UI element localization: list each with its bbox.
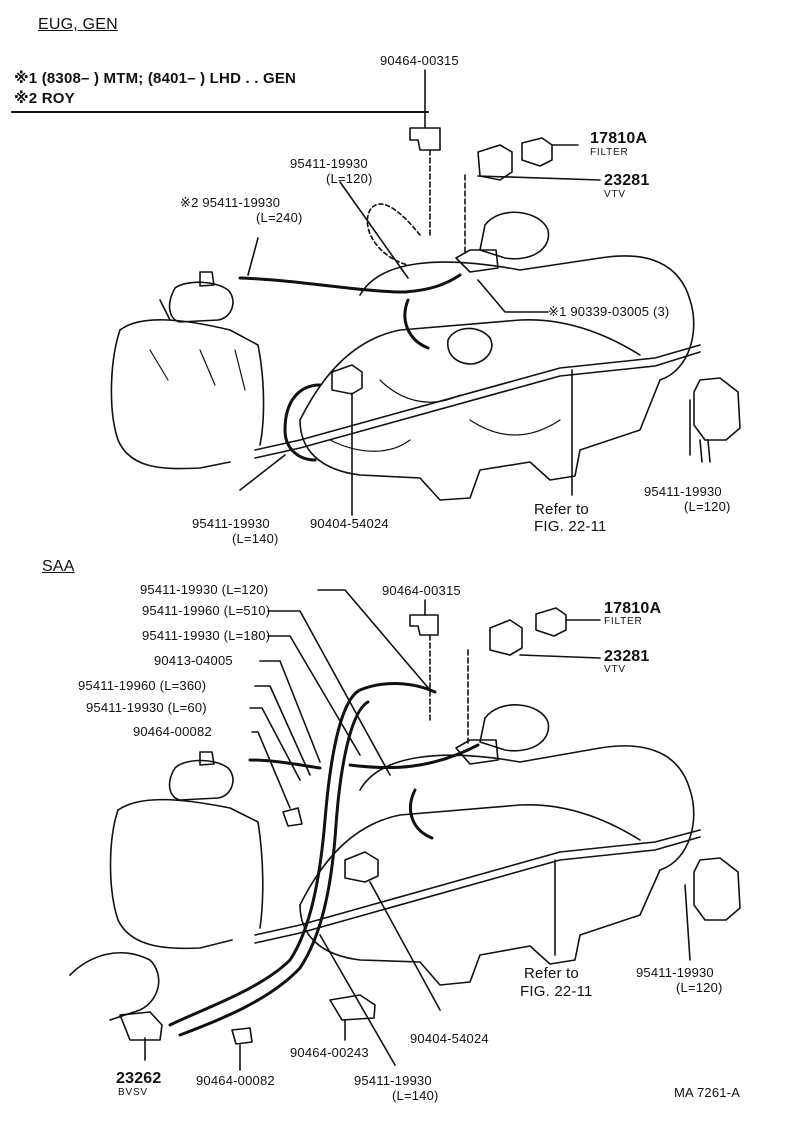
label-hose-4: 90413-04005 bbox=[154, 653, 233, 668]
label-clip-top: 90464-00315 bbox=[380, 53, 459, 68]
label-refer-top-line2: FIG. 22-11 bbox=[534, 518, 607, 535]
label-hose-1: 95411-19930 (L=120) bbox=[140, 582, 269, 597]
label-hose-6: 95411-19930 (L=60) bbox=[86, 700, 207, 715]
label-vtv-text-bottom: VTV bbox=[604, 664, 626, 675]
label-hose-r-number: 95411-19930 bbox=[636, 965, 714, 980]
label-hose-r-length: (L=120) bbox=[676, 980, 723, 995]
bottom-assembly bbox=[69, 589, 741, 1071]
label-plug-top: 90404-54024 bbox=[310, 516, 389, 531]
label-hose-5: 95411-19960 (L=360) bbox=[78, 678, 207, 693]
label-hose-c-length: (L=120) bbox=[684, 499, 731, 514]
label-clip-82-lower: 90464-00082 bbox=[196, 1073, 275, 1088]
label-hose-c-number: 95411-19930 bbox=[644, 484, 722, 499]
label-bolt: ※1 90339-03005 (3) bbox=[548, 304, 670, 319]
label-hose-b-number: ※2 95411-19930 bbox=[180, 195, 281, 210]
label-hose-d-number: 95411-19930 bbox=[192, 516, 270, 531]
label-vtv-text-top: VTV bbox=[604, 189, 626, 200]
label-filter-text-top: FILTER bbox=[590, 147, 629, 158]
label-filter-number-bottom: 17810A bbox=[604, 600, 662, 617]
note-2: ※2 ROY bbox=[14, 90, 75, 107]
top-assembly bbox=[11, 69, 741, 516]
label-filter-text-bottom: FILTER bbox=[604, 616, 643, 627]
label-refer-top-line1: Refer to bbox=[534, 501, 589, 518]
label-clip-243: 90464-00243 bbox=[290, 1045, 369, 1060]
label-hose-a-length: (L=120) bbox=[326, 171, 373, 186]
label-vtv-number-bottom: 23281 bbox=[604, 648, 650, 665]
label-bvsv-text: BVSV bbox=[118, 1087, 148, 1098]
label-hose-a-number: 95411-19930 bbox=[290, 156, 368, 171]
label-hose-b-length: (L=240) bbox=[256, 210, 303, 225]
label-clip-82-upper: 90464-00082 bbox=[133, 724, 212, 739]
figure-id: MA 7261-A bbox=[674, 1085, 741, 1100]
label-plug-bottom: 90404-54024 bbox=[410, 1031, 489, 1046]
label-refer-bottom-line1: Refer to bbox=[524, 965, 579, 982]
label-filter-number-top: 17810A bbox=[590, 130, 648, 147]
label-hose-e-length: (L=140) bbox=[392, 1088, 439, 1103]
label-vtv-number-top: 23281 bbox=[604, 172, 650, 189]
label-hose-2: 95411-19960 (L=510) bbox=[142, 603, 271, 618]
label-hose-e-number: 95411-19930 bbox=[354, 1073, 432, 1088]
label-clip-bottom: 90464-00315 bbox=[382, 583, 461, 598]
label-bvsv-number: 23262 bbox=[116, 1070, 162, 1087]
section-title-saa: SAA bbox=[42, 558, 75, 575]
label-hose-d-length: (L=140) bbox=[232, 531, 279, 546]
label-hose-3: 95411-19930 (L=180) bbox=[142, 628, 271, 643]
note-1: ※1 (8308– ) MTM; (8401– ) LHD . . GEN bbox=[14, 70, 297, 87]
label-refer-bottom-line2: FIG. 22-11 bbox=[520, 983, 593, 1000]
section-title-eug-gen: EUG, GEN bbox=[38, 16, 118, 33]
